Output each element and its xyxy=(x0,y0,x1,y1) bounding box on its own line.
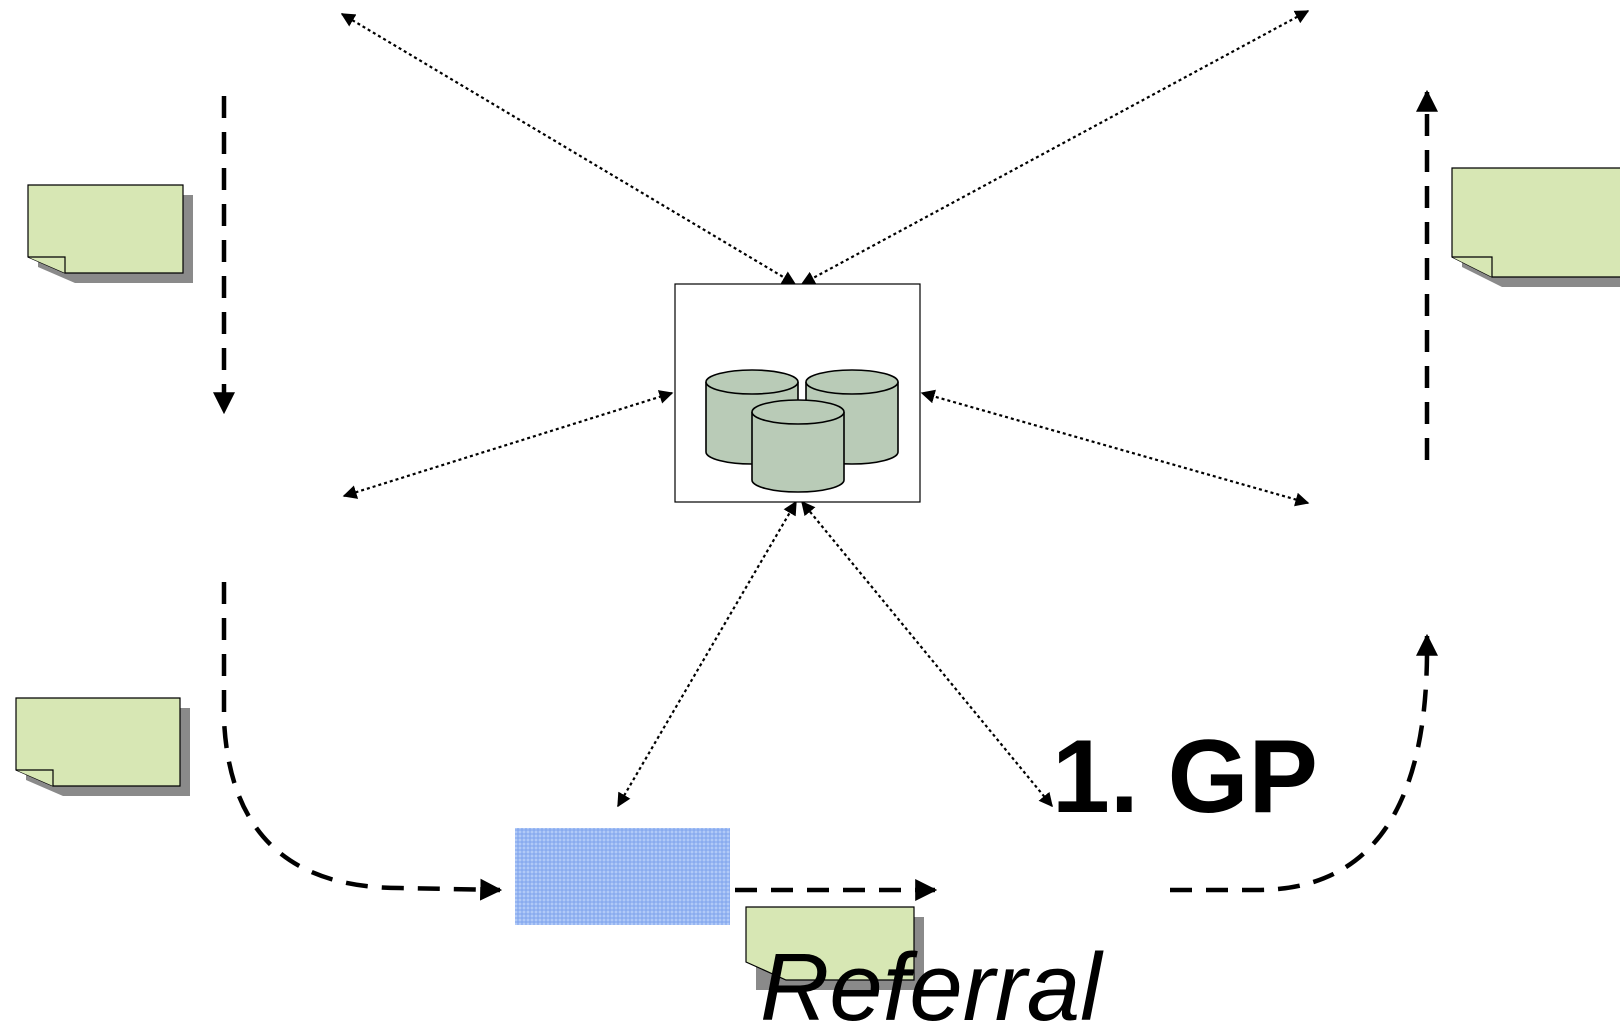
connector-bottom-left xyxy=(617,500,797,808)
document-note-icon xyxy=(15,697,181,787)
flow-left-curve-to-hatched xyxy=(221,582,503,901)
hatched-block xyxy=(515,828,730,925)
flow-curve-up-right xyxy=(1170,633,1438,893)
database-cluster-icon xyxy=(705,369,899,493)
document-note-icon xyxy=(1451,167,1620,278)
dashed-flows xyxy=(213,89,1438,901)
connector-bottom-right xyxy=(801,500,1053,808)
note-bottom-center xyxy=(745,906,924,990)
dotted-connectors xyxy=(340,10,1310,808)
document-note-icon xyxy=(745,906,915,981)
note-bottom-left xyxy=(15,697,190,796)
note-right xyxy=(1451,167,1620,287)
label-referral: Referral xyxy=(760,934,1104,1024)
label-gp: 1. GP xyxy=(1052,719,1318,835)
document-note-icon xyxy=(27,184,184,274)
note-top-left xyxy=(27,184,193,283)
connector-mid-right xyxy=(920,389,1310,507)
connector-top-right xyxy=(800,10,1310,285)
connector-mid-left xyxy=(342,390,674,499)
central-database xyxy=(674,283,921,503)
connector-top-left xyxy=(340,13,797,285)
